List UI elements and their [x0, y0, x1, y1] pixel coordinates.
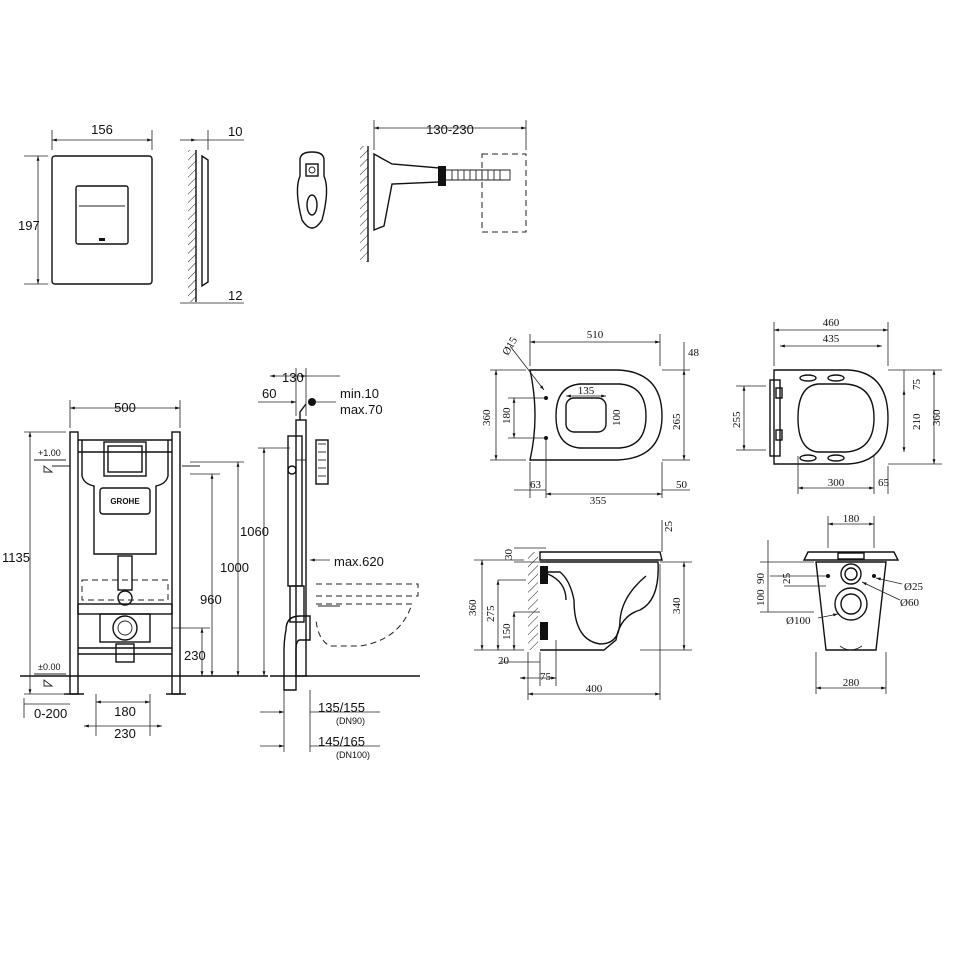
- height-230-label: 230: [184, 648, 206, 663]
- back-height-100-label: 100: [755, 589, 767, 606]
- seat-width-460-label: 460: [823, 317, 840, 329]
- side-offset-20-label: 20: [498, 655, 510, 667]
- floor-range-label: 0-200: [34, 706, 67, 721]
- back-width-280-label: 280: [843, 677, 860, 689]
- frame-width-label: 500: [114, 400, 136, 415]
- back-offset-25-label: 25: [781, 573, 793, 585]
- side-length-400-label: 400: [586, 683, 603, 695]
- seat-depth-360-label: 360: [931, 409, 943, 426]
- height-960-label: 960: [200, 592, 222, 607]
- flush-plate-side-view: 10 12: [180, 124, 244, 304]
- hole-25-label: Ø25: [904, 581, 923, 593]
- mounting-bracket-view: [296, 151, 328, 229]
- level-zero-label: ±0.00: [38, 662, 60, 672]
- side-height-150-label: 150: [501, 623, 513, 640]
- side-height-340-label: 340: [671, 597, 683, 614]
- width-230-label: 230: [114, 726, 136, 741]
- offset-50-label: 50: [676, 479, 688, 491]
- frame-logo: GROHE: [110, 497, 140, 506]
- back-width-180-label: 180: [843, 513, 860, 525]
- height-1000-label: 1000: [220, 560, 249, 575]
- hole-100-label: Ø100: [786, 615, 811, 627]
- plate-width-label: 156: [91, 122, 113, 137]
- seat-depth-75-label: 75: [911, 379, 923, 391]
- width-360-label: 360: [481, 409, 493, 426]
- level-top-label: +1.00: [38, 448, 61, 458]
- width-180-label-top: 180: [501, 407, 513, 424]
- seat-offset-65-label: 65: [878, 477, 890, 489]
- seat-height-label: 100: [611, 409, 623, 426]
- seat-width-label: 135: [578, 385, 595, 397]
- hole-15-label: Ø15: [500, 335, 520, 358]
- anchor-range-label: 130-230: [426, 122, 474, 137]
- side-offset-25-label: 25: [663, 521, 675, 533]
- bowl-length-label: 510: [587, 329, 604, 341]
- bowl-back-view: 180 100 90 25 Ø25 Ø60 Ø100 280: [755, 513, 923, 694]
- side-height-275-label: 275: [485, 605, 497, 622]
- hole-60-label: Ø60: [900, 597, 919, 609]
- installation-frame-side-view: 130 60 min.10 max.70 1060 max.620 135/15…: [240, 368, 420, 760]
- dn100-label: (DN100): [336, 750, 370, 760]
- dn90-size-label: 135/155: [318, 700, 365, 715]
- bowl-side-view: 30 25 360 275 150 340 20 75 400: [467, 520, 692, 700]
- seat-width-435-label: 435: [823, 333, 840, 345]
- height-1060-label: 1060: [240, 524, 269, 539]
- back-height-90-label: 90: [755, 573, 767, 585]
- plate-height-label: 197: [18, 218, 40, 233]
- bowl-top-view: 510 48 265 Ø15 360 180 135 100 63 355 50: [481, 329, 700, 507]
- max-620-label: max.620: [334, 554, 384, 569]
- min-10-label: min.10: [340, 386, 379, 401]
- plate-depth-top-label: 10: [228, 124, 242, 139]
- depth-60-label: 60: [262, 386, 276, 401]
- flush-plate-front-view: 156 197: [18, 122, 153, 285]
- side-height-360-label: 360: [467, 599, 479, 616]
- installation-frame-front-view: GROHE 500 1135 +1.00 ±0.00 1000: [2, 400, 268, 741]
- side-offset-75-label: 75: [540, 671, 552, 683]
- plate-depth-bottom-label: 12: [228, 288, 242, 303]
- width-180-label: 180: [114, 704, 136, 719]
- dn90-label: (DN90): [336, 716, 365, 726]
- frame-height-label: 1135: [2, 550, 30, 565]
- seat-width-300-label: 300: [828, 477, 845, 489]
- depth-48-label: 48: [688, 347, 700, 359]
- anchor-bolt-view: 130-230: [360, 120, 527, 262]
- side-offset-30-label: 30: [503, 549, 515, 561]
- seat-depth-255-label: 255: [731, 411, 743, 428]
- seat-top-view: 460 435 75 210 360 255 300 65: [731, 317, 943, 494]
- dn100-size-label: 145/165: [318, 734, 365, 749]
- offset-63-label: 63: [530, 479, 542, 491]
- depth-130-label: 130: [282, 370, 304, 385]
- length-355-label: 355: [590, 495, 607, 507]
- depth-265-label: 265: [671, 413, 683, 430]
- max-70-label: max.70: [340, 402, 383, 417]
- seat-depth-210-label: 210: [911, 413, 923, 430]
